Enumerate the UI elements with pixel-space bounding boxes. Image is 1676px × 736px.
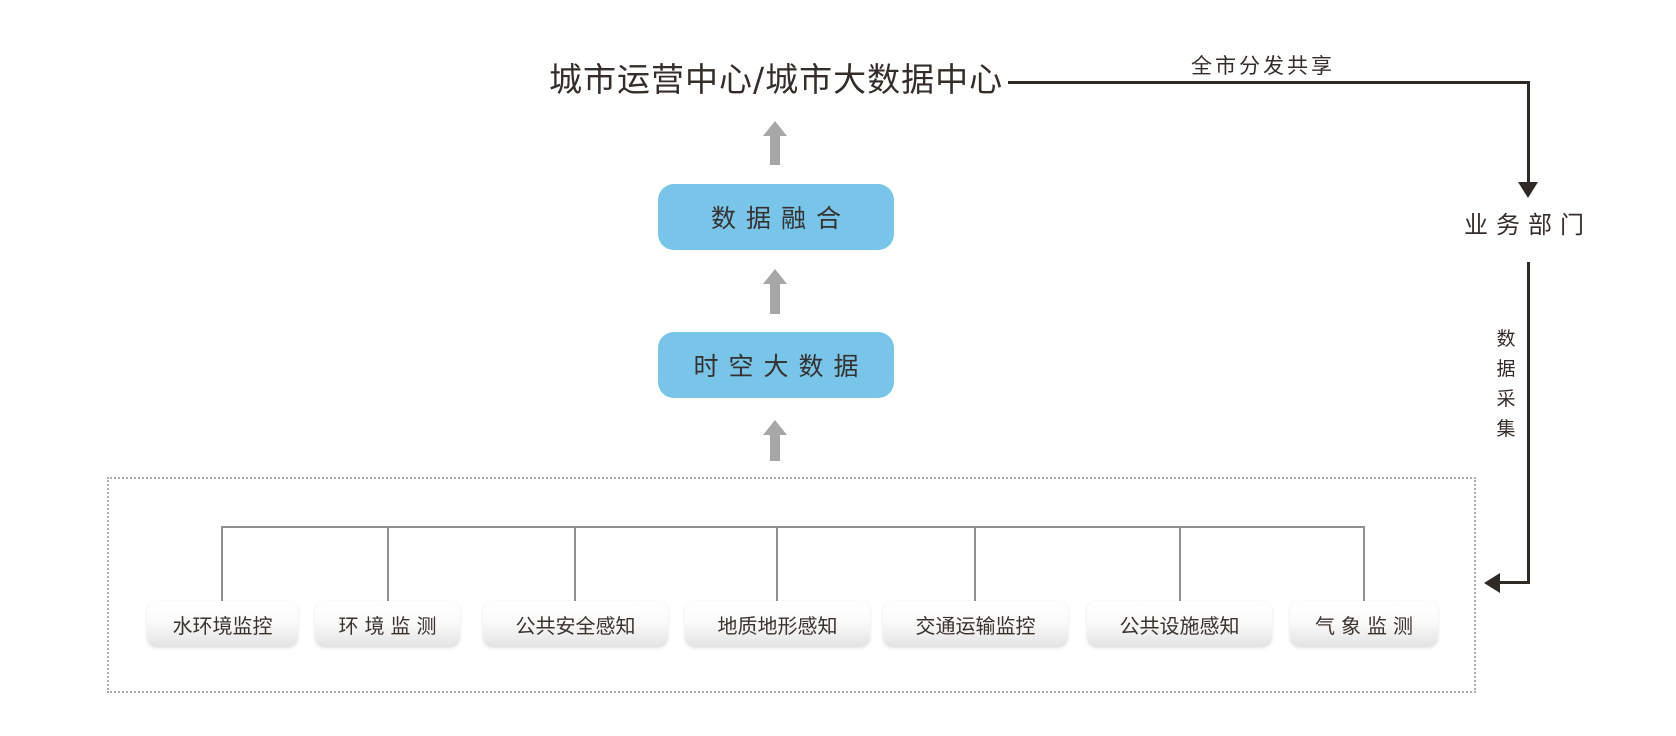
sensor-box-label: 水环境监控: [172, 613, 273, 638]
up-arrow-icon: [763, 420, 787, 461]
data-collection-label: 数据采集: [1496, 328, 1516, 440]
up-arrow-shaft: [770, 284, 780, 314]
sensor-box-label: 公共设施感知: [1119, 613, 1240, 638]
data-fusion-label: 数据融合: [710, 204, 851, 233]
share-flow-horizontal-line: [1008, 81, 1530, 84]
connector-stem: [1363, 526, 1365, 602]
sensor-box-public-facilities: 公共设施感知: [1087, 601, 1272, 647]
sensor-group-container: [107, 477, 1476, 693]
arrowhead-down-icon: [1518, 182, 1538, 198]
arrowhead-left-icon: [1484, 573, 1500, 593]
sensor-box-environment: 环境监测: [315, 601, 460, 647]
sensor-box-transportation: 交通运输监控: [883, 601, 1068, 647]
sensor-box-geology-terrain: 地质地形感知: [685, 601, 870, 647]
sensor-box-meteorology: 气象监测: [1290, 601, 1438, 647]
up-arrow-icon: [763, 269, 787, 314]
collect-flow-horizontal-line: [1499, 581, 1530, 584]
connector-stem: [387, 526, 389, 602]
connector-bus-line: [221, 526, 1365, 528]
page-title: 城市运营中心/城市大数据中心: [549, 60, 1004, 99]
connector-stem: [974, 526, 976, 602]
sensor-box-label: 气象监测: [1315, 613, 1419, 638]
up-arrow-head: [763, 420, 787, 435]
sensor-box-label: 公共安全感知: [515, 613, 636, 638]
up-arrow-shaft: [770, 136, 780, 165]
collect-flow-vertical-line: [1527, 262, 1530, 584]
connector-stem: [574, 526, 576, 602]
business-department-label: 业务部门: [1464, 211, 1592, 239]
sensor-box-label: 环境监测: [338, 613, 443, 638]
sensor-box-public-safety: 公共安全感知: [483, 601, 668, 647]
share-flow-vertical-line: [1527, 81, 1530, 183]
sensor-box-label: 交通运输监控: [915, 613, 1036, 638]
sensor-box-label: 地质地形感知: [717, 613, 838, 638]
connector-stem: [776, 526, 778, 602]
sensor-box-water-environment: 水环境监控: [147, 601, 298, 647]
spatiotemporal-bigdata-box: 时空大数据: [658, 332, 894, 398]
share-flow-label: 全市分发共享: [1191, 54, 1335, 78]
up-arrow-icon: [763, 121, 787, 165]
up-arrow-shaft: [770, 435, 780, 461]
up-arrow-head: [763, 121, 787, 136]
spatiotemporal-bigdata-label: 时空大数据: [693, 352, 869, 381]
connector-stem: [221, 526, 223, 602]
up-arrow-head: [763, 269, 787, 284]
connector-stem: [1179, 526, 1181, 602]
data-fusion-box: 数据融合: [658, 184, 894, 250]
